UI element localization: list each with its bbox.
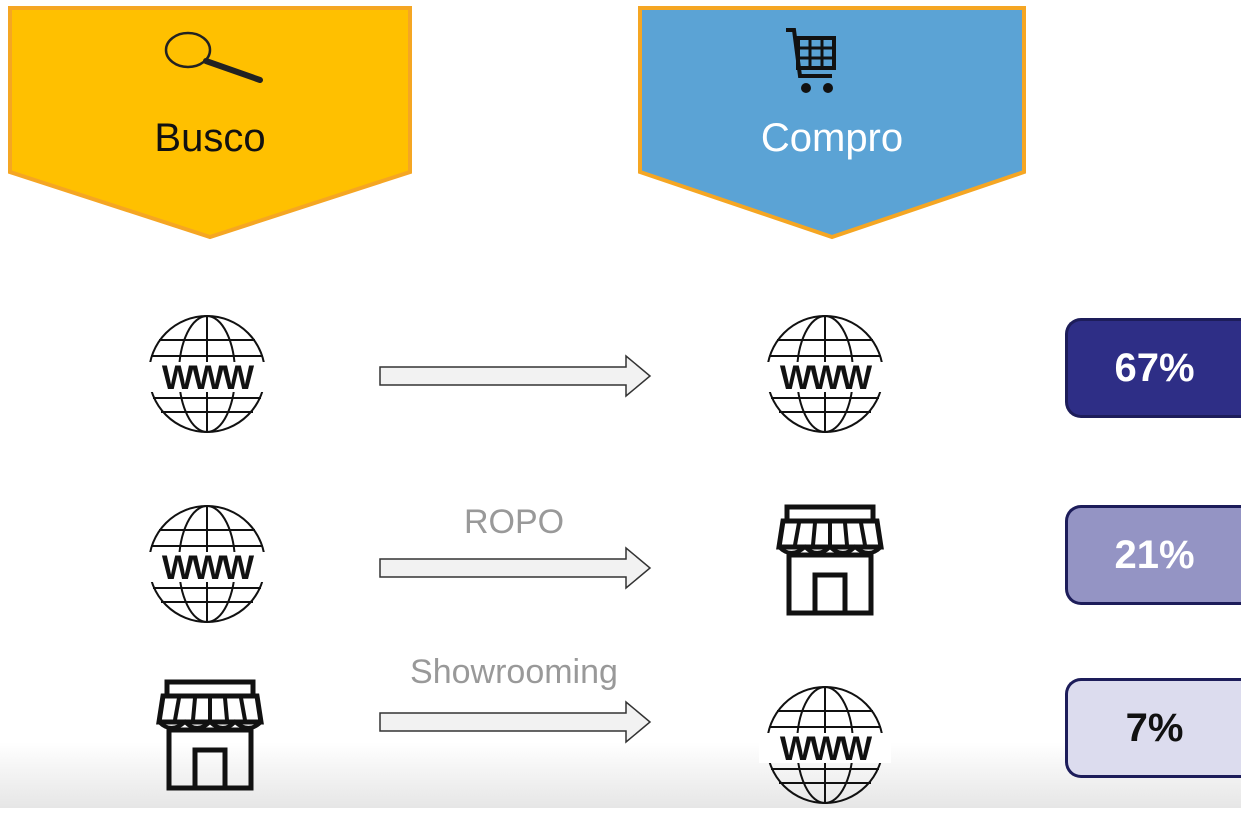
percent-badge-online-online: 67%	[1065, 318, 1241, 418]
flow-arrow	[376, 542, 656, 597]
ropo-label: ROPO	[463, 503, 565, 541]
www-globe-icon	[137, 502, 277, 632]
compro-label: Compro	[760, 116, 904, 160]
percent-badge-showrooming: 7%	[1065, 678, 1241, 778]
bottom-fade	[0, 742, 1241, 808]
store-icon	[155, 678, 265, 798]
flow-arrow	[376, 696, 656, 751]
busco-stage: Busco	[0, 0, 420, 245]
store-icon	[775, 503, 885, 623]
compro-stage: Compro	[632, 0, 1032, 245]
www-globe-icon	[755, 683, 895, 813]
www-globe-icon	[755, 312, 895, 442]
showrooming-label: Showrooming	[410, 653, 618, 691]
www-globe-icon	[137, 312, 277, 442]
percent-badge-ropo: 21%	[1065, 505, 1241, 605]
busco-label: Busco	[154, 116, 266, 160]
flow-arrow	[376, 350, 656, 405]
